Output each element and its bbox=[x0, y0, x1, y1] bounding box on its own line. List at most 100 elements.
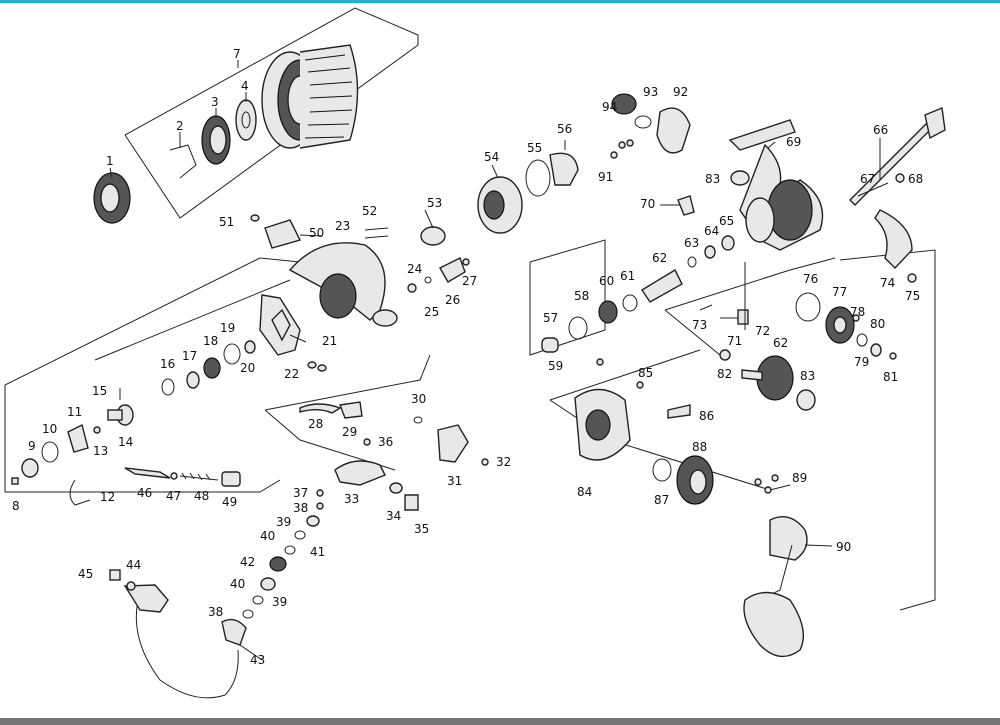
part-label: 27 bbox=[462, 274, 477, 288]
part-label: 26 bbox=[445, 293, 460, 307]
part-label: 62 bbox=[773, 336, 788, 350]
part-label: 40 bbox=[260, 529, 275, 543]
part-label: 77 bbox=[832, 285, 847, 299]
part-label: 69 bbox=[786, 135, 801, 149]
part-label: 63 bbox=[684, 236, 699, 250]
part-label: 86 bbox=[699, 409, 714, 423]
part-label: 1 bbox=[106, 154, 114, 168]
part-label: 58 bbox=[574, 289, 589, 303]
part-label: 57 bbox=[543, 311, 558, 325]
part-label: 37 bbox=[293, 486, 308, 500]
part-label: 9 bbox=[28, 439, 36, 453]
part-label: 28 bbox=[308, 417, 323, 431]
part-label: 3 bbox=[211, 95, 219, 109]
part-label: 52 bbox=[362, 204, 377, 218]
part-label: 50 bbox=[309, 226, 324, 240]
part-label: 88 bbox=[692, 440, 707, 454]
spool-assembly bbox=[93, 44, 359, 224]
part-label: 47 bbox=[166, 489, 181, 503]
part-label: 17 bbox=[182, 349, 197, 363]
bail-arm-assembly bbox=[109, 489, 324, 699]
part-label: 4 bbox=[241, 79, 249, 93]
part-label: 44 bbox=[126, 558, 141, 572]
part-label: 2 bbox=[176, 119, 184, 133]
part-label: 73 bbox=[692, 318, 707, 332]
part-label: 8 bbox=[12, 499, 20, 513]
part-label: 38 bbox=[293, 501, 308, 515]
part-label: 15 bbox=[92, 384, 107, 398]
part-label: 24 bbox=[407, 262, 422, 276]
part-label: 65 bbox=[719, 214, 734, 228]
part-label: 39 bbox=[272, 595, 287, 609]
exploded-parts-diagram: 1 2 3 4 7 8 9 10 11 12 13 14 15 16 17 18… bbox=[4, 7, 946, 699]
part-label: 45 bbox=[78, 567, 93, 581]
part-label: 64 bbox=[704, 224, 719, 238]
part-label: 61 bbox=[620, 269, 635, 283]
part-label: 87 bbox=[654, 493, 669, 507]
part-label: 49 bbox=[222, 495, 237, 509]
part-label: 94 bbox=[602, 100, 617, 114]
part-label: 11 bbox=[67, 405, 82, 419]
part-label: 74 bbox=[880, 276, 895, 290]
part-label: 72 bbox=[755, 324, 770, 338]
part-label: 46 bbox=[137, 486, 152, 500]
part-label: 84 bbox=[577, 485, 592, 499]
part-label: 83 bbox=[800, 369, 815, 383]
part-label: 92 bbox=[673, 85, 688, 99]
part-label: 21 bbox=[322, 334, 337, 348]
group-outlines bbox=[4, 7, 936, 611]
part-label: 62 bbox=[652, 251, 667, 265]
part-label: 31 bbox=[447, 474, 462, 488]
part-label: 42 bbox=[240, 555, 255, 569]
part-label: 19 bbox=[220, 321, 235, 335]
part-label: 79 bbox=[854, 355, 869, 369]
part-label: 14 bbox=[118, 435, 133, 449]
bottom-bar bbox=[0, 718, 1000, 725]
leader-lines bbox=[109, 60, 881, 661]
part-label: 78 bbox=[850, 305, 865, 319]
part-label: 59 bbox=[548, 359, 563, 373]
part-label: 23 bbox=[335, 219, 350, 233]
part-label: 22 bbox=[284, 367, 299, 381]
part-label: 80 bbox=[870, 317, 885, 331]
part-label: 76 bbox=[803, 272, 818, 286]
part-label: 82 bbox=[717, 367, 732, 381]
part-number-labels: 1 2 3 4 7 8 9 10 11 12 13 14 15 16 17 18… bbox=[12, 47, 923, 667]
part-label: 91 bbox=[598, 170, 613, 184]
part-label: 66 bbox=[873, 123, 888, 137]
part-label: 93 bbox=[643, 85, 658, 99]
part-label: 71 bbox=[727, 334, 742, 348]
part-label: 67 bbox=[860, 172, 875, 186]
part-label: 33 bbox=[344, 492, 359, 506]
top-accent-rule bbox=[0, 0, 1000, 3]
part-label: 70 bbox=[640, 197, 655, 211]
part-label: 83 bbox=[705, 172, 720, 186]
part-label: 34 bbox=[386, 509, 401, 523]
part-label: 56 bbox=[557, 122, 572, 136]
part-label: 51 bbox=[219, 215, 234, 229]
body-and-gear-assembly bbox=[541, 93, 946, 658]
part-label: 89 bbox=[792, 471, 807, 485]
part-label: 10 bbox=[42, 422, 57, 436]
part-label: 7 bbox=[233, 47, 241, 61]
part-label: 81 bbox=[883, 370, 898, 384]
part-label: 60 bbox=[599, 274, 614, 288]
part-label: 13 bbox=[93, 444, 108, 458]
part-label: 40 bbox=[230, 577, 245, 591]
part-label: 54 bbox=[484, 150, 499, 164]
part-label: 18 bbox=[203, 334, 218, 348]
part-label: 90 bbox=[836, 540, 851, 554]
part-label: 85 bbox=[638, 366, 653, 380]
part-label: 48 bbox=[194, 489, 209, 503]
part-label: 75 bbox=[905, 289, 920, 303]
part-label: 29 bbox=[342, 425, 357, 439]
part-label: 30 bbox=[411, 392, 426, 406]
part-label: 36 bbox=[378, 435, 393, 449]
part-label: 39 bbox=[276, 515, 291, 529]
part-label: 35 bbox=[414, 522, 429, 536]
part-label: 32 bbox=[496, 455, 511, 469]
part-label: 53 bbox=[427, 196, 442, 210]
part-label: 20 bbox=[240, 361, 255, 375]
part-label: 43 bbox=[250, 653, 265, 667]
part-label: 41 bbox=[310, 545, 325, 559]
